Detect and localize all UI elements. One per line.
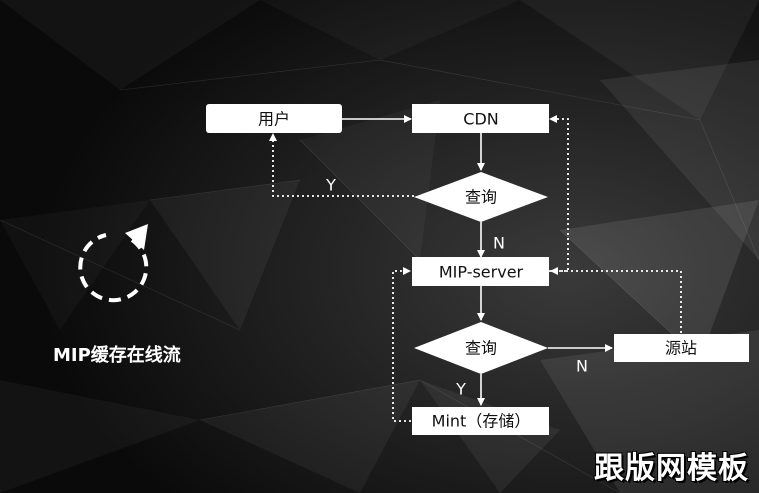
node-user-label: 用户 — [258, 110, 290, 129]
label-query2-no: N — [576, 357, 588, 376]
edge-query1-user-yes — [269, 133, 414, 197]
label-query1-no: N — [493, 234, 505, 253]
node-cdn-label: CDN — [463, 110, 498, 129]
node-origin: 源站 — [614, 334, 749, 362]
node-cdn: CDN — [412, 104, 549, 133]
diagram-title: MIP缓存在线流 — [53, 345, 181, 366]
node-query1-label: 查询 — [465, 188, 497, 207]
watermark-logo: 跟版网模板 — [594, 451, 749, 486]
node-origin-label: 源站 — [665, 339, 697, 358]
edge-mipserver-cdn — [549, 115, 569, 272]
node-mint-label: Mint（存储） — [432, 412, 531, 431]
label-query2-yes: Y — [455, 380, 466, 399]
edge-mint-mipserver — [392, 267, 411, 422]
node-query2-label: 查询 — [465, 339, 497, 358]
node-user: 用户 — [206, 104, 342, 133]
node-mint: Mint（存储） — [412, 407, 549, 435]
node-query2: 查询 — [414, 322, 548, 374]
edge-origin-mipserver — [550, 267, 682, 333]
node-mip-server: MIP-server — [412, 257, 549, 286]
node-mip-server-label: MIP-server — [439, 263, 524, 282]
refresh-cycle-icon — [78, 224, 149, 303]
node-query1: 查询 — [414, 172, 548, 222]
label-query1-yes: Y — [325, 176, 336, 195]
